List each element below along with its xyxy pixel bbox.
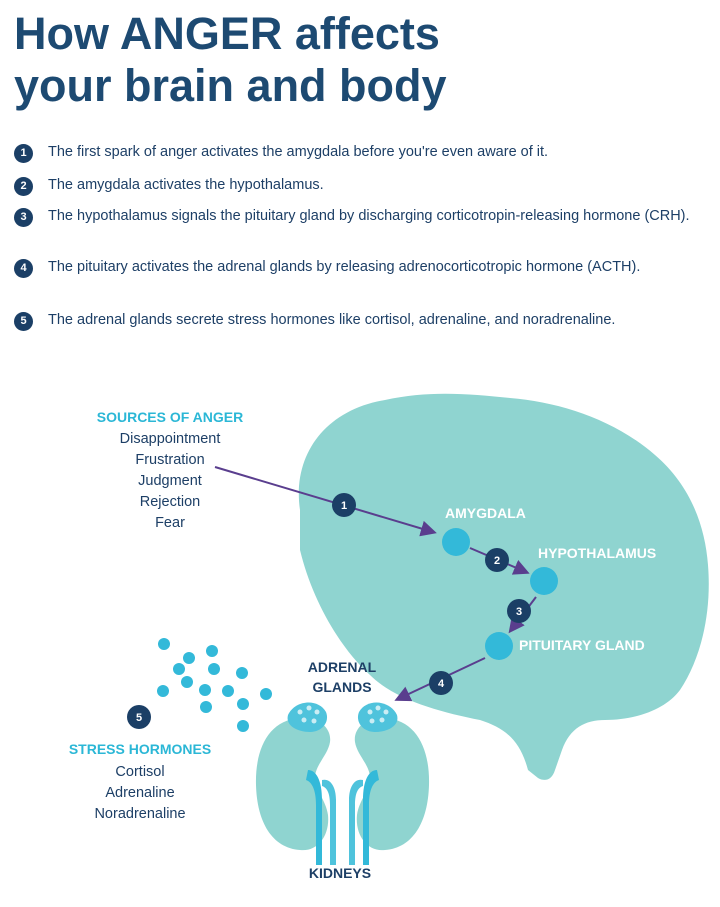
marker-4-text: 4 bbox=[438, 678, 445, 690]
adrenal-label-line-1: ADRENAL bbox=[308, 659, 377, 675]
marker-3: 3 bbox=[507, 599, 531, 623]
marker-4: 4 bbox=[429, 671, 453, 695]
kidneys-label: KIDNEYS bbox=[309, 865, 371, 881]
step-4-badge: 4 bbox=[14, 259, 33, 278]
marker-3-text: 3 bbox=[516, 606, 522, 618]
source-item: Frustration bbox=[135, 452, 204, 468]
stress-item: Cortisol bbox=[115, 764, 164, 780]
anger-diagram: SOURCES OF ANGER Disappointment Frustrat… bbox=[69, 393, 709, 881]
source-item: Rejection bbox=[140, 494, 200, 510]
stress-item: Noradrenaline bbox=[94, 806, 185, 822]
hypothalamus-node bbox=[530, 567, 558, 595]
marker-5-text: 5 bbox=[136, 712, 142, 724]
arrow-sources-to-amygdala bbox=[214, 466, 437, 537]
step-3-badge: 3 bbox=[14, 208, 33, 227]
step-1-text: The first spark of anger activates the a… bbox=[48, 144, 549, 160]
source-item: Disappointment bbox=[120, 431, 221, 447]
source-item: Fear bbox=[155, 515, 185, 531]
step-2-badge: 2 bbox=[14, 177, 33, 196]
step-3: 3 The hypothalamus signals the pituitary… bbox=[14, 207, 690, 227]
amygdala-node bbox=[442, 528, 470, 556]
hypothalamus-label: HYPOTHALAMUS bbox=[538, 545, 656, 561]
stress-heading: STRESS HORMONES bbox=[69, 741, 211, 757]
title-line-2: your brain and body bbox=[14, 60, 447, 111]
page-title: How ANGER affects your brain and body bbox=[14, 8, 714, 112]
step-5-badge: 5 bbox=[14, 312, 33, 331]
pituitary-node bbox=[485, 632, 513, 660]
marker-1: 1 bbox=[332, 493, 356, 517]
step-4: 4 The pituitary activates the adrenal gl… bbox=[14, 258, 641, 278]
amygdala-label: AMYGDALA bbox=[445, 505, 526, 521]
marker-1-text: 1 bbox=[341, 500, 347, 512]
step-4-text: The pituitary activates the adrenal glan… bbox=[48, 259, 641, 275]
step-2-text: The amygdala activates the hypothalamus. bbox=[48, 177, 324, 193]
step-2: 2 The amygdala activates the hypothalamu… bbox=[14, 176, 324, 196]
source-item: Judgment bbox=[138, 473, 202, 489]
kidneys-illustration bbox=[255, 702, 430, 865]
marker-5: 5 bbox=[127, 705, 151, 729]
adrenal-label-line-2: GLANDS bbox=[312, 679, 371, 695]
step-3-text: The hypothalamus signals the pituitary g… bbox=[48, 208, 690, 224]
hormone-particles bbox=[157, 638, 272, 732]
pituitary-label: PITUITARY GLAND bbox=[519, 637, 645, 653]
step-1-badge: 1 bbox=[14, 144, 33, 163]
step-5: 5 The adrenal glands secrete stress horm… bbox=[14, 311, 616, 331]
stress-item: Adrenaline bbox=[105, 785, 174, 801]
step-5-text: The adrenal glands secrete stress hormon… bbox=[48, 312, 616, 328]
step-1: 1 The first spark of anger activates the… bbox=[14, 143, 549, 163]
marker-2-text: 2 bbox=[494, 555, 500, 567]
title-line-1: How ANGER affects bbox=[14, 8, 440, 59]
marker-2: 2 bbox=[485, 548, 509, 572]
brain-shape bbox=[298, 393, 709, 780]
sources-heading: SOURCES OF ANGER bbox=[97, 409, 244, 425]
